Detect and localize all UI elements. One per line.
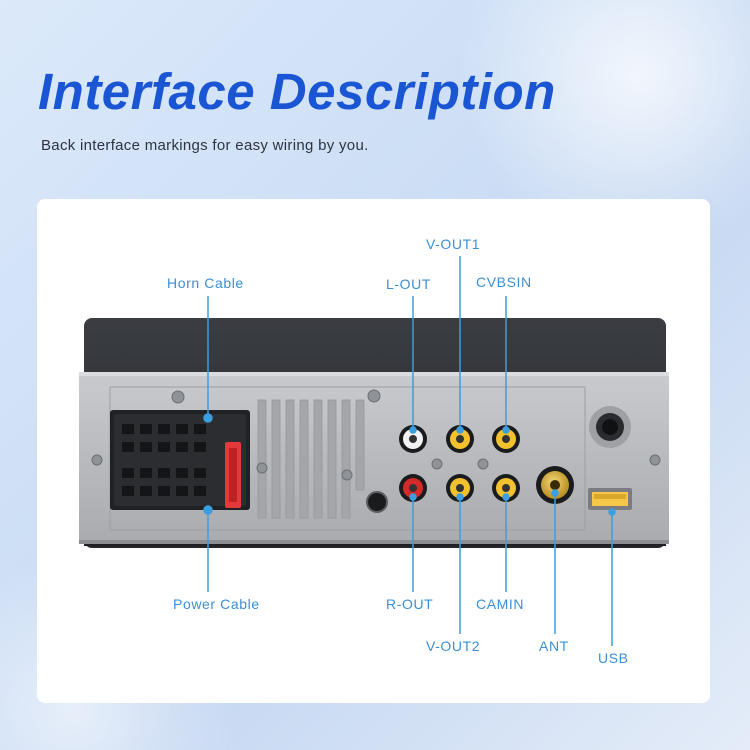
label-v-out2: V-OUT2 [426, 638, 481, 654]
iso-connector [110, 410, 250, 510]
screw-icon [91, 389, 661, 481]
label-r-out: R-OUT [386, 596, 434, 612]
usb-port [588, 488, 632, 510]
page-subtitle: Back interface markings for easy wiring … [41, 137, 369, 154]
antenna-socket [536, 466, 574, 504]
label-ant: ANT [539, 638, 569, 654]
label-v-out1: V-OUT1 [426, 236, 481, 252]
label-camin: CAMIN [476, 596, 525, 612]
label-cvbsin: CVBSIN [476, 274, 532, 290]
leader-lines [203, 256, 616, 646]
label-horn-cable: Horn Cable [167, 275, 244, 291]
gps-port [589, 406, 631, 448]
label-power-cable: Power Cable [173, 596, 260, 612]
label-l-out: L-OUT [386, 276, 431, 292]
rca-jacks [399, 425, 520, 502]
mic-jack-icon [366, 491, 388, 513]
label-usb: USB [598, 650, 629, 666]
page-title: Interface Description [38, 63, 556, 120]
